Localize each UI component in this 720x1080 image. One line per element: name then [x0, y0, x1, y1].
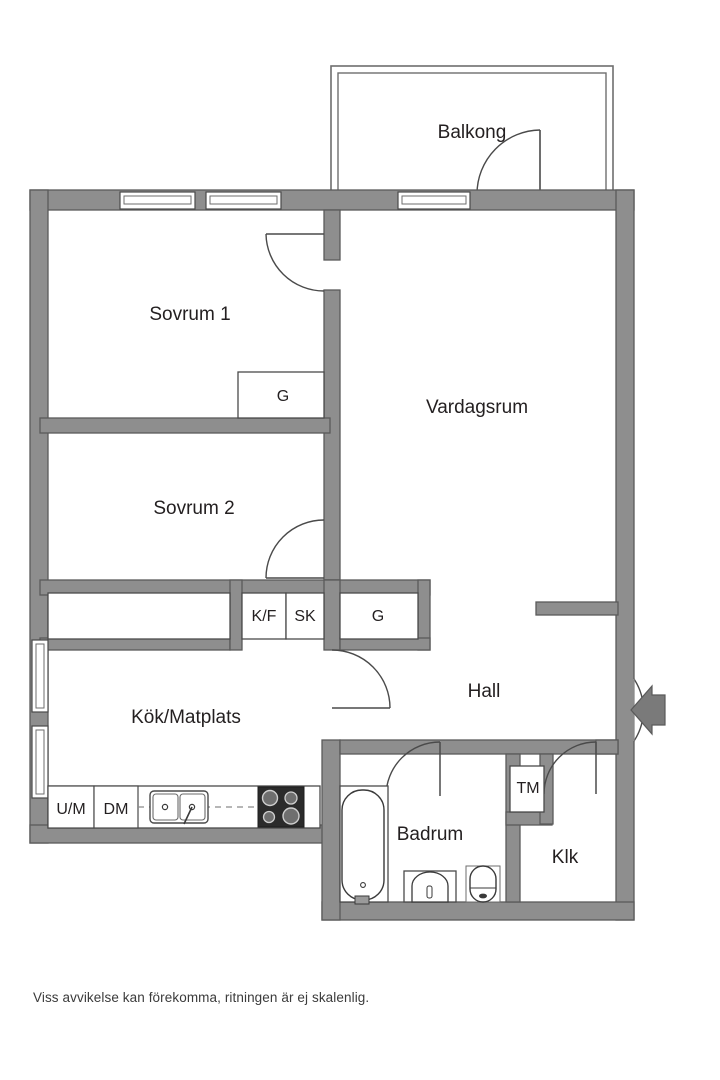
- stove-icon: [257, 786, 305, 828]
- door-klk: [543, 741, 597, 795]
- window-kok-a: [31, 639, 49, 713]
- window-kok-b: [31, 725, 49, 799]
- window-vardagsrum: [397, 191, 471, 210]
- windows: [31, 191, 471, 799]
- doors: [265, 233, 644, 797]
- room-label-hall: Hall: [468, 681, 501, 702]
- window-sovrum1-b: [205, 191, 282, 210]
- room-labels: Balkong Sovrum 1 Sovrum 2 Vardagsrum Kök…: [131, 122, 579, 868]
- closet-sovrum1-box: [237, 371, 325, 419]
- room-label-vardagsrum: Vardagsrum: [426, 397, 528, 418]
- sovrum2-shelf-box: [47, 592, 231, 640]
- fixture-labels: G K/F SK G U/M DM TM: [56, 388, 539, 818]
- bathroom-fixtures: [339, 785, 501, 905]
- window-sovrum1-a: [119, 191, 196, 210]
- room-label-sovrum2: Sovrum 2: [153, 498, 234, 519]
- fixture-label-skafferi: SK: [294, 608, 316, 625]
- door-sovrum2: [265, 519, 325, 579]
- fixture-label-garderob-sovrum1: G: [277, 388, 289, 405]
- kitchen-counter: [47, 785, 321, 829]
- bathtub-icon: [339, 785, 389, 905]
- toilet-icon: [465, 865, 501, 903]
- room-label-badrum: Badrum: [397, 824, 464, 845]
- fixture-label-kyl-frys: K/F: [252, 608, 277, 625]
- fixture-label-tvattmaskin: TM: [516, 780, 539, 797]
- room-label-kok: Kök/Matplats: [131, 707, 241, 728]
- room-label-klk: Klk: [552, 847, 579, 868]
- washbasin-icon: [403, 870, 457, 903]
- interior-walls: [39, 209, 619, 903]
- kylfrys-box: [241, 592, 287, 640]
- kitchen-sink-icon: [149, 790, 209, 825]
- drawing-disclaimer: Viss avvikelse kan förekomma, ritningen …: [33, 990, 370, 1005]
- balcony-door-swing: [476, 129, 541, 195]
- fixture-label-diskmaskin: DM: [104, 801, 129, 818]
- door-sovrum1: [265, 233, 325, 292]
- room-label-sovrum1: Sovrum 1: [149, 304, 230, 325]
- fixture-label-ugn-mikro: U/M: [56, 801, 85, 818]
- fixture-label-garderob-hall: G: [372, 608, 384, 625]
- door-kok: [331, 649, 391, 709]
- arrow-left-icon: [630, 684, 666, 736]
- tvattmaskin-box: [509, 765, 545, 813]
- fixture-boxes: [47, 371, 545, 813]
- closet-hall-box: [339, 592, 419, 640]
- skafferi-box: [285, 592, 325, 640]
- room-label-balkong: Balkong: [438, 122, 507, 143]
